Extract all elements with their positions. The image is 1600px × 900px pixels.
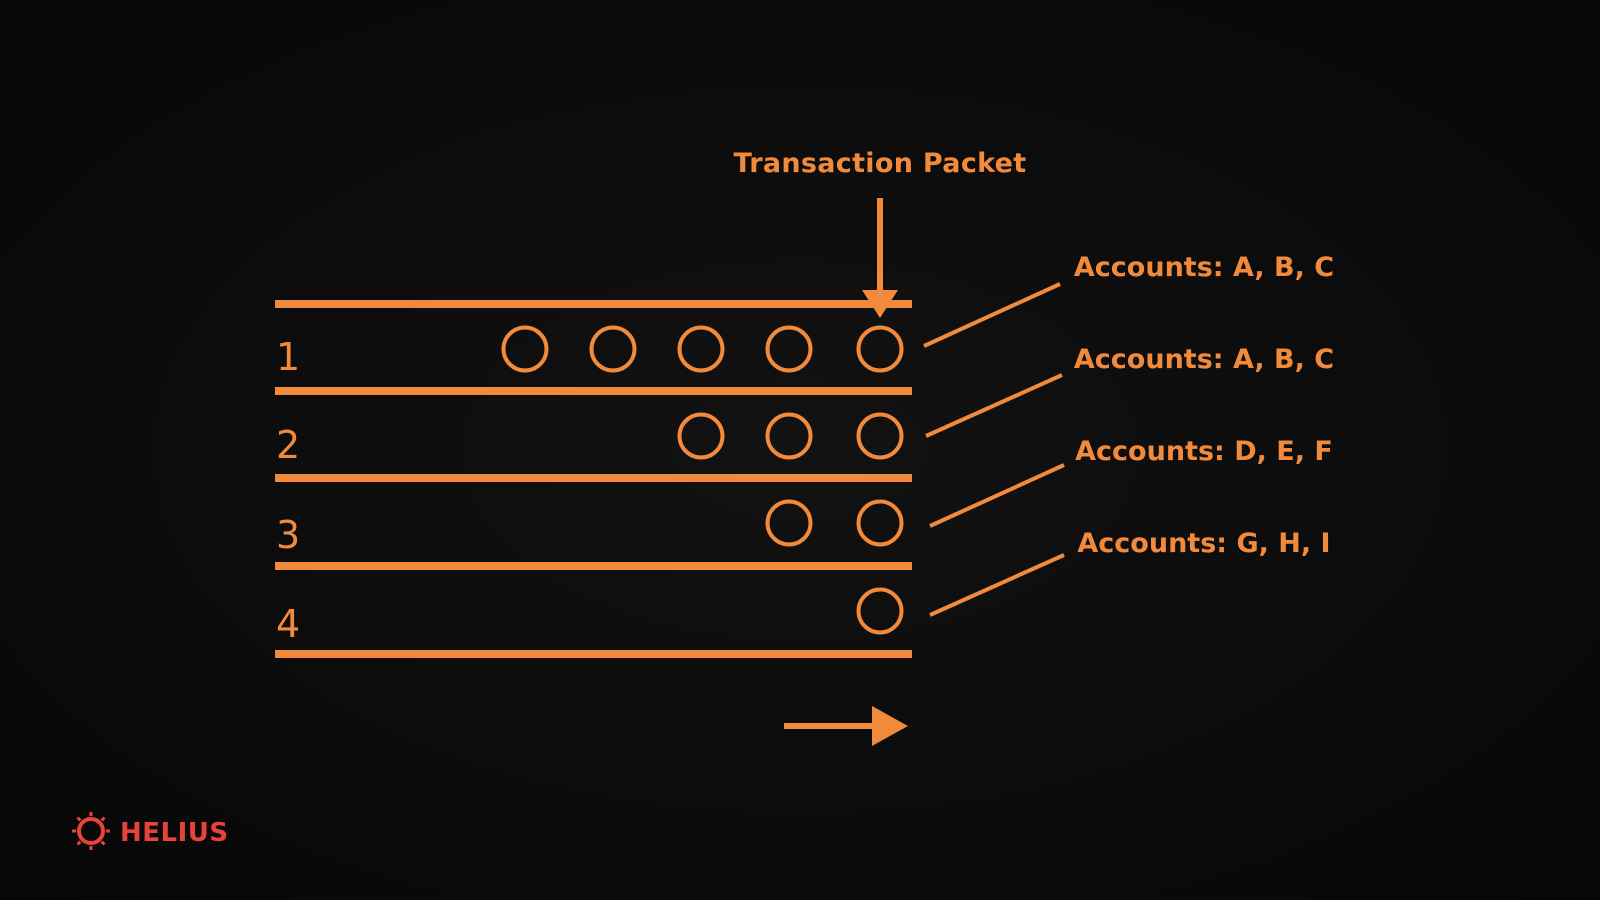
connector-line — [923, 282, 1061, 348]
connector-line — [929, 463, 1065, 528]
logo-ray — [100, 840, 106, 846]
transaction-packet-circle — [856, 325, 904, 373]
lane-label-1: 1 — [276, 335, 300, 379]
helius-wordmark: HELIUS — [120, 818, 229, 848]
transaction-packet-circle — [765, 499, 813, 547]
transaction-packet-circle — [856, 499, 904, 547]
lane-label-4: 4 — [276, 602, 300, 646]
transaction-packet-circle — [856, 412, 904, 460]
transaction-packet-circle — [765, 412, 813, 460]
lane-label-3: 3 — [276, 513, 300, 557]
logo-ray — [76, 840, 82, 846]
transaction-packet-circle — [856, 587, 904, 635]
transaction-packet-circle — [501, 325, 549, 373]
accounts-label-3: Accounts: D, E, F — [1075, 436, 1333, 467]
transaction-packet-circle — [765, 325, 813, 373]
logo-ray — [76, 816, 82, 822]
connector-line — [929, 553, 1065, 617]
helius-sun-icon — [72, 812, 110, 850]
accounts-label-4: Accounts: G, H, I — [1077, 528, 1330, 559]
logo-ray — [100, 816, 106, 822]
transaction-packet-circle — [677, 412, 725, 460]
accounts-label-2: Accounts: A, B, C — [1074, 344, 1334, 375]
accounts-label-1: Accounts: A, B, C — [1074, 252, 1334, 283]
transaction-packet-circle — [589, 325, 637, 373]
lane-dividers — [275, 300, 912, 658]
lane-label-2: 2 — [276, 423, 300, 467]
transaction-packet-title: Transaction Packet — [734, 148, 1027, 179]
right-arrow-icon — [784, 706, 908, 746]
account-connectors — [923, 282, 1065, 617]
connector-line — [925, 373, 1063, 438]
packet-circles — [501, 325, 904, 635]
helius-logo: HELIUS — [72, 812, 229, 850]
transaction-packet-circle — [677, 325, 725, 373]
